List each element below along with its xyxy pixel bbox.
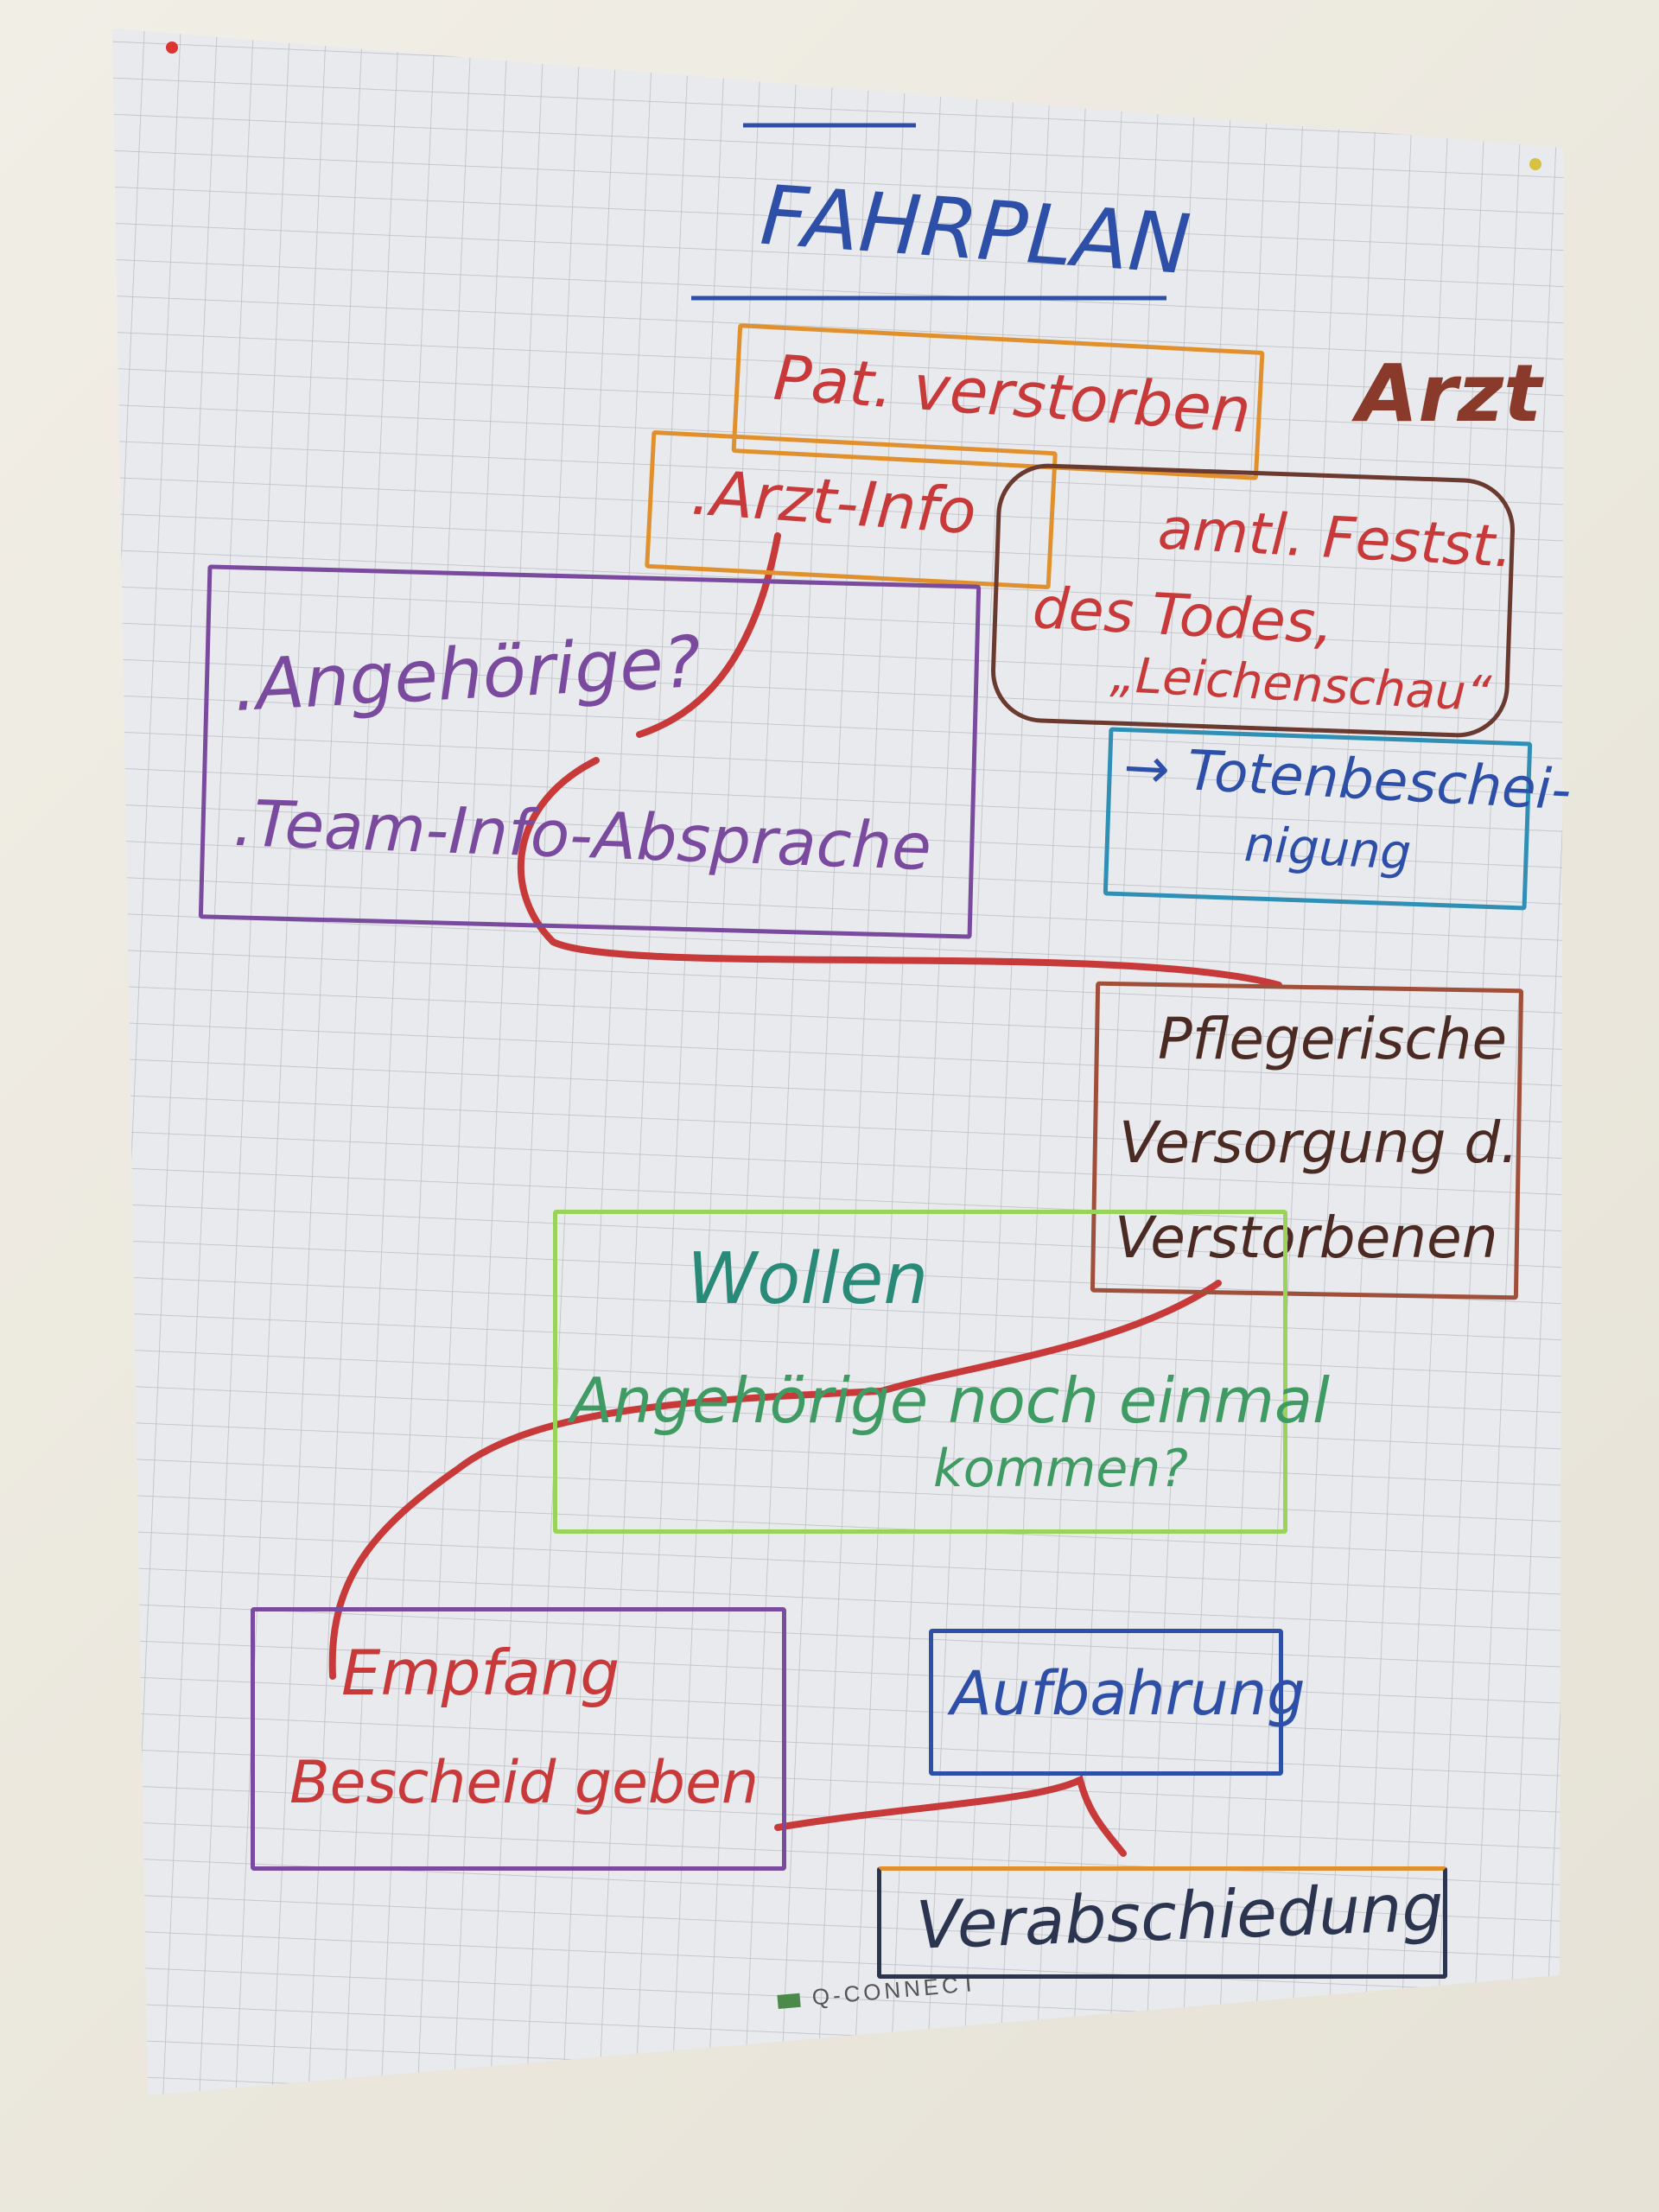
farewell-node: Verabschiedung	[914, 1868, 1445, 1964]
question-line: Angehörige noch einmal	[570, 1364, 1331, 1437]
care-line: Pflegerische	[1158, 1006, 1508, 1072]
care-line: Versorgung d.	[1119, 1109, 1519, 1176]
pushpin	[1529, 158, 1541, 170]
question-box	[553, 1210, 1287, 1534]
reception-box	[251, 1607, 786, 1871]
brand-mark-icon	[777, 1993, 801, 2010]
reception-line: Empfang	[341, 1637, 620, 1709]
pushpin	[166, 41, 178, 54]
laying-out-node: Aufbahrung	[950, 1658, 1306, 1729]
question-line: kommen?	[933, 1439, 1189, 1499]
care-line: Verstorbenen	[1115, 1205, 1498, 1271]
doctor-info-node: .Arzt-Info	[689, 455, 979, 549]
reception-line: Bescheid geben	[289, 1749, 760, 1817]
connector-lines	[328, 532, 1282, 1857]
laying-out-box	[929, 1629, 1283, 1776]
doctor-label: Arzt	[1357, 347, 1542, 440]
death-certification-line: des Todes,	[1031, 574, 1336, 658]
relatives-team-box	[198, 564, 982, 939]
farewell-box	[877, 1866, 1447, 1979]
question-line: Wollen	[687, 1238, 929, 1320]
death-certificate-line: nigung	[1243, 816, 1413, 882]
